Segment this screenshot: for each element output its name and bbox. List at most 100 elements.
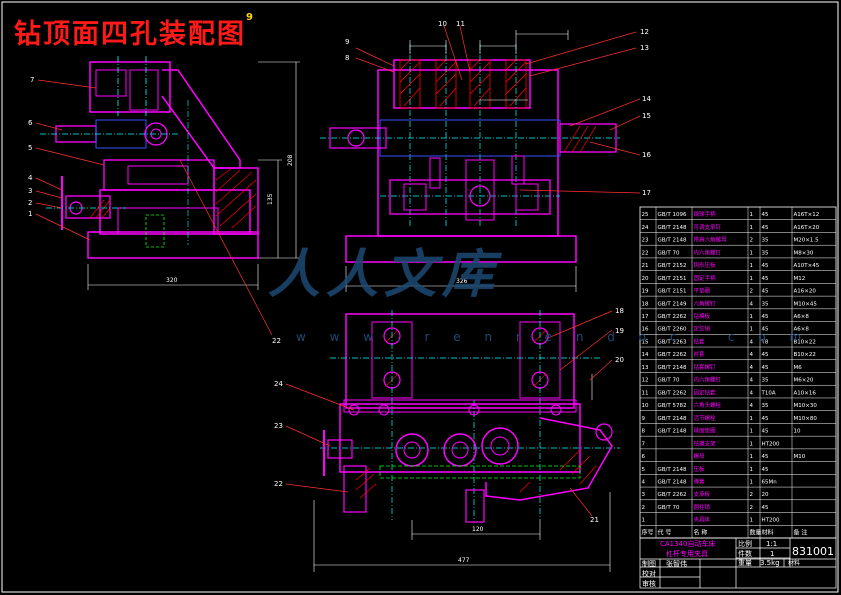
callout-5: 5 bbox=[28, 144, 32, 152]
side-view-leaders bbox=[35, 79, 273, 336]
side-view-callouts: 7 6 5 4 3 2 1 22 bbox=[28, 76, 281, 345]
bom-cell-code: GB/T 2148 bbox=[658, 225, 687, 231]
bom-cell-note: B10×22 bbox=[794, 339, 816, 345]
callout-top-9: 9 bbox=[345, 38, 349, 46]
dim-front-width: 326 bbox=[456, 278, 468, 285]
label-scale: 比例 bbox=[738, 539, 752, 548]
bom-cell-qty: 1 bbox=[750, 454, 754, 460]
bom-header-material: 材料 bbox=[762, 528, 774, 536]
bom-cell-name: 固定手柄 bbox=[694, 274, 717, 282]
bom-cell-no: 22 bbox=[642, 250, 649, 256]
watermark-url: w w w . r e n r e n d o c . c o m bbox=[296, 330, 812, 344]
bom-cell-name: 钻模支架 bbox=[694, 439, 717, 447]
bom-cell-material: HT200 bbox=[762, 518, 780, 524]
top-view bbox=[320, 310, 620, 523]
bom-cell-material: 45 bbox=[762, 263, 769, 269]
bom-cell-material: 20 bbox=[762, 492, 769, 498]
label-qty: 件数 bbox=[738, 549, 752, 558]
bom-cell-note: 10 bbox=[794, 429, 801, 435]
bom-cell-code: GB/T 2262 bbox=[658, 352, 687, 358]
bom-cell-qty: 1 bbox=[750, 225, 754, 231]
value-scale: 1:1 bbox=[766, 540, 777, 548]
bom-cell-qty: 2 bbox=[750, 492, 754, 498]
label-weight: 重量 bbox=[738, 559, 752, 567]
bom-cell-note: M20×1.5 bbox=[794, 238, 820, 244]
bom-cell-code: GB/T 2262 bbox=[658, 390, 687, 396]
bom-cell-no: 2 bbox=[642, 505, 646, 511]
callout-14: 14 bbox=[642, 95, 651, 103]
bom-cell-note: A6×8 bbox=[794, 314, 810, 320]
bom-cell-code: GB/T 2151 bbox=[658, 276, 687, 282]
title-block-text: CA1340自动车床 杠杆专用夹具 比例 1:1 件数 1 重量 3.5kg 材… bbox=[642, 539, 834, 588]
watermark-text: 人人文库 bbox=[268, 244, 501, 305]
bom-cell-code: GB/T 2149 bbox=[658, 301, 687, 307]
callout-3: 3 bbox=[28, 187, 32, 195]
drawing-title: 钻顶面四孔装配图9 bbox=[14, 12, 255, 50]
bom-cell-qty: 4 bbox=[750, 403, 754, 409]
callout-21: 21 bbox=[590, 516, 599, 524]
bom-cell-no: 23 bbox=[642, 238, 649, 244]
dim-left-width: 320 bbox=[166, 277, 178, 284]
row-draw-label: 制图 bbox=[642, 559, 656, 568]
bom-cell-qty: 1 bbox=[750, 518, 754, 524]
bom-cell-material: 45 bbox=[762, 467, 769, 473]
callout-23: 23 bbox=[274, 422, 283, 430]
callout-15: 15 bbox=[642, 112, 651, 120]
top-view-callouts: 18 19 20 21 24 23 22 bbox=[274, 307, 624, 524]
callout-24: 24 bbox=[274, 380, 283, 388]
bom-cell-name: 定位销 bbox=[694, 325, 711, 333]
bom-cell-material: T8 bbox=[761, 339, 769, 345]
bom-cell-material: 35 bbox=[762, 403, 769, 409]
bom-cell-no: 14 bbox=[642, 352, 649, 358]
bom-cell-note: A10T×45 bbox=[794, 263, 820, 269]
part-name-line2: 杠杆专用夹具 bbox=[666, 549, 708, 558]
bom-cell-material: 35 bbox=[762, 250, 769, 256]
bom-cell-qty: 4 bbox=[750, 301, 754, 307]
bom-cell-note: M10×30 bbox=[794, 403, 818, 409]
side-view-dimensions bbox=[87, 61, 300, 290]
bom-cell-material: HT200 bbox=[762, 441, 780, 447]
bom-cell-no: 7 bbox=[642, 441, 646, 447]
dim-left-h1: 135 bbox=[267, 193, 274, 205]
bom-cell-code: GB/T 2148 bbox=[658, 480, 687, 486]
callout-7: 7 bbox=[30, 76, 34, 84]
bom-cell-material: 45 bbox=[762, 352, 769, 358]
bom-cell-material: 45 bbox=[762, 454, 769, 460]
bom-cell-material: 45 bbox=[762, 429, 769, 435]
bom-cell-name: 圆柱销 bbox=[694, 503, 711, 511]
bom-cell-no: 18 bbox=[642, 301, 649, 307]
bom-cell-qty: 1 bbox=[750, 276, 754, 282]
bom-cell-material: 45 bbox=[762, 289, 769, 295]
value-qty: 1 bbox=[770, 550, 774, 558]
bom-cell-code: GB/T 2148 bbox=[658, 416, 687, 422]
bom-cell-material: 35 bbox=[762, 238, 769, 244]
bom-cell-no: 8 bbox=[642, 429, 646, 435]
bom-cell-no: 3 bbox=[642, 492, 646, 498]
bom-cell-qty: 1 bbox=[750, 314, 754, 320]
title-block bbox=[639, 537, 837, 589]
bom-cell-code: GB/T 2260 bbox=[658, 327, 687, 333]
bom-header-code: 代 号 bbox=[658, 528, 672, 536]
bom-cell-material: 35 bbox=[762, 301, 769, 307]
bom-cell-no: 1 bbox=[642, 518, 646, 524]
bom-cell-name: 钻套螺钉 bbox=[694, 363, 717, 371]
side-view bbox=[40, 56, 259, 259]
bom-cell-name: 活节螺栓 bbox=[694, 414, 717, 422]
bom-cell-code: GB/T 2148 bbox=[658, 365, 687, 371]
bom-cell-name: 六角螺钉 bbox=[694, 299, 717, 307]
bom-cell-no: 24 bbox=[642, 225, 649, 231]
callout-13: 13 bbox=[640, 44, 649, 52]
bom-header-name: 名 称 bbox=[694, 528, 708, 536]
callout-22: 22 bbox=[272, 337, 281, 345]
bom-cell-qty: 1 bbox=[750, 416, 754, 422]
bom-cell-material: 45 bbox=[762, 276, 769, 282]
bom-cell-name: 弹簧 bbox=[694, 478, 706, 486]
callout-18: 18 bbox=[615, 307, 624, 315]
bom-header-note: 备 注 bbox=[794, 528, 808, 536]
top-view-leaders bbox=[285, 310, 613, 517]
bom-cell-qty: 2 bbox=[750, 238, 754, 244]
bom-cell-code: GB/T 2148 bbox=[658, 429, 687, 435]
bom-cell-code: GB/T 2148 bbox=[658, 238, 687, 244]
bom-cell-name: 钢球手柄 bbox=[694, 210, 717, 218]
bom-cell-qty: 4 bbox=[750, 390, 754, 396]
